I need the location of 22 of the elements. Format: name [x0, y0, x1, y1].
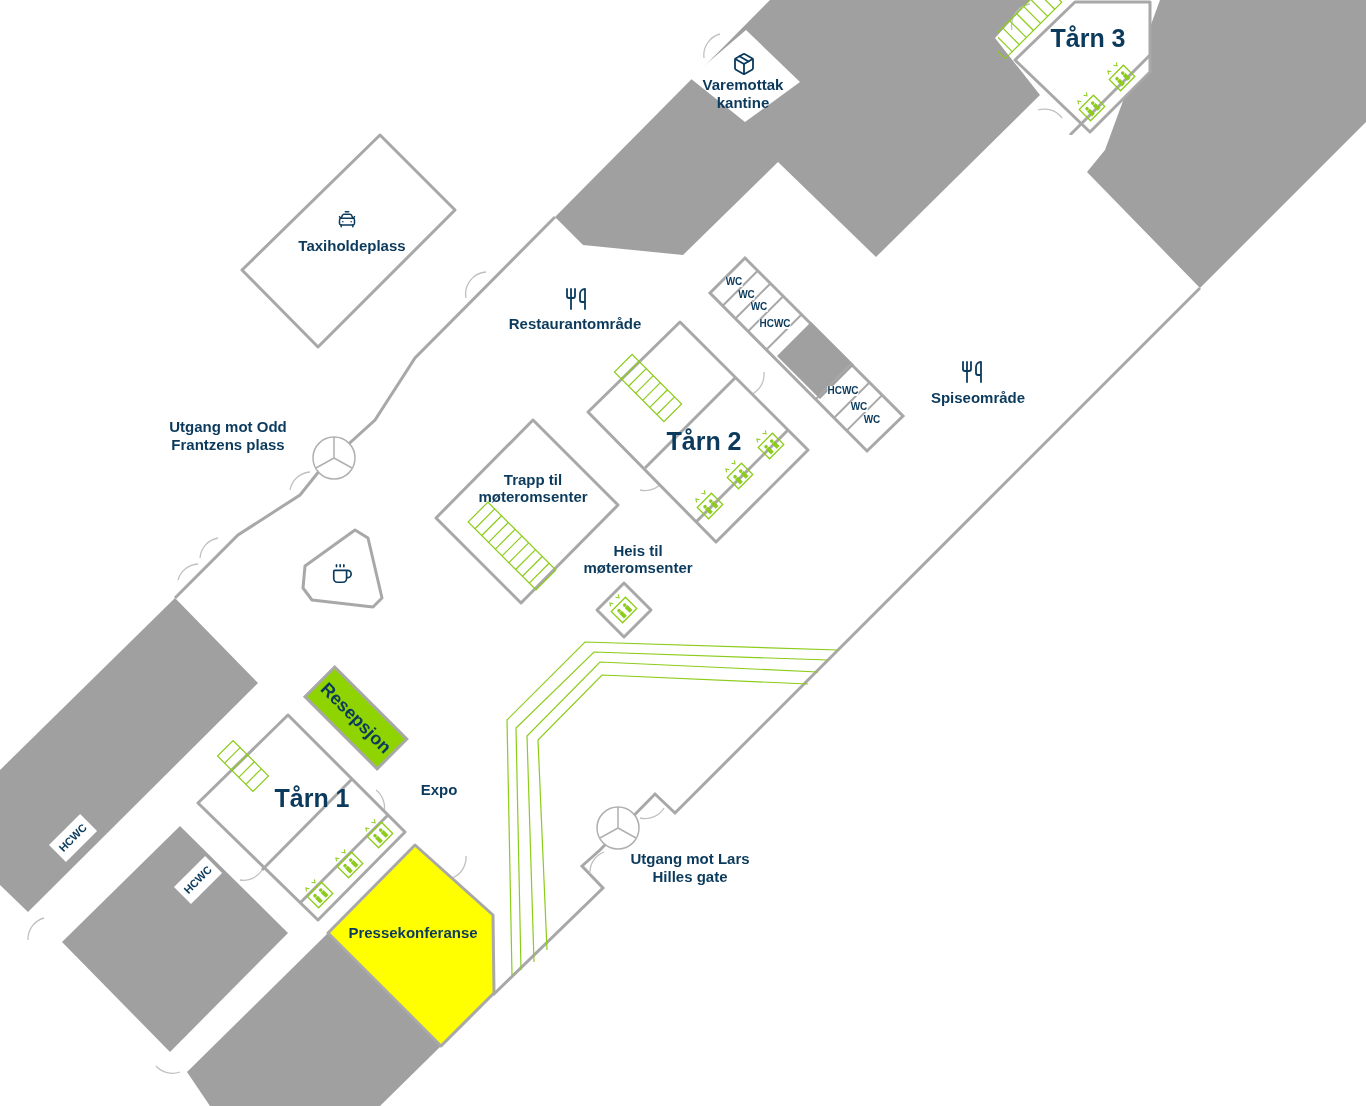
area-label: Utgang mot Odd Frantzens plass: [168, 418, 288, 454]
accessible-toilet-label: HCWC: [827, 386, 859, 396]
area-label: Spiseområde: [929, 389, 1027, 407]
room-name: Tårn 2: [666, 426, 742, 456]
room-name: Taxiholdeplass: [298, 237, 406, 255]
room-name: Pressekonferanse: [348, 924, 478, 942]
room-name: Tårn 1: [274, 783, 350, 813]
area-label: Utgang mot Lars Hilles gate: [629, 850, 751, 886]
cafe-kiosk: [300, 527, 385, 610]
area-label: Varemottak kantine: [701, 76, 785, 112]
toilet-label: WC: [850, 402, 868, 412]
room-name: Trapp til møteromsenter: [477, 470, 589, 506]
room-name: Tårn 3: [1050, 23, 1126, 53]
taxi-area: [239, 132, 458, 350]
toilet-label: WC: [863, 415, 881, 425]
area-label: Expo: [419, 781, 459, 799]
room-name: Heis til møteromsenter: [582, 541, 694, 577]
toilet-label: WC: [725, 277, 743, 287]
area-label: Restaurantområde: [507, 315, 643, 333]
accessible-toilet-label: HCWC: [759, 319, 791, 329]
toilet-label: WC: [738, 289, 755, 300]
toilet-label: WC: [750, 302, 768, 312]
